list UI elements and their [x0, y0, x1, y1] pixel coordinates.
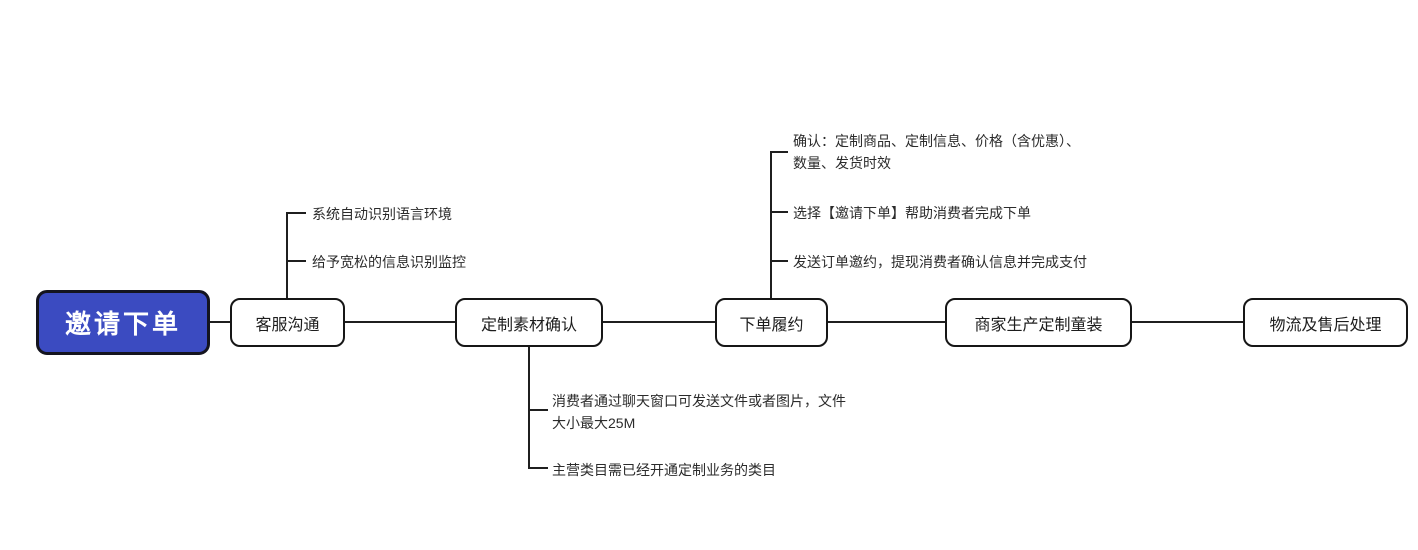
- note-select-invite-order[interactable]: 选择【邀请下单】帮助消费者完成下单: [793, 205, 1031, 221]
- customer-service-note-1-connector: [286, 212, 306, 214]
- root-node-label: 邀请下单: [64, 309, 181, 339]
- node-customer-service[interactable]: 客服沟通: [230, 298, 345, 347]
- node-material-confirm[interactable]: 定制素材确认: [455, 298, 603, 347]
- note-send-order-invitation[interactable]: 发送订单邀约，提现消费者确认信息并完成支付: [793, 254, 1087, 270]
- order-fulfillment-branch-line: [770, 151, 772, 299]
- note-file-upload-limit[interactable]: 消费者通过聊天窗口可发送文件或者图片，文件 大小最大25M: [552, 393, 846, 431]
- root-node-invite-order[interactable]: 邀请下单: [36, 290, 210, 355]
- node-material-confirm-label: 定制素材确认: [480, 316, 577, 334]
- material-confirm-note-2-connector: [528, 467, 548, 469]
- node-order-fulfillment[interactable]: 下单履约: [715, 298, 828, 347]
- order-fulfillment-note-1-connector: [770, 151, 788, 153]
- material-confirm-branch-line: [528, 347, 530, 469]
- note-loose-monitoring[interactable]: 给予宽松的信息识别监控: [312, 254, 466, 270]
- customer-service-branch-line: [286, 212, 288, 299]
- node-production[interactable]: 商家生产定制童装: [945, 298, 1132, 347]
- order-fulfillment-note-3-connector: [770, 260, 788, 262]
- note-confirm-order-details[interactable]: 确认：定制商品、定制信息、价格（含优惠）、 数量、发货时效: [793, 133, 1080, 171]
- order-fulfillment-note-2-connector: [770, 211, 788, 213]
- material-confirm-note-1-connector: [528, 409, 548, 411]
- customer-service-note-2-connector: [286, 260, 306, 262]
- node-order-fulfillment-label: 下单履约: [739, 316, 804, 334]
- node-customer-service-label: 客服沟通: [255, 316, 320, 334]
- note-category-requirement[interactable]: 主营类目需已经开通定制业务的类目: [552, 462, 776, 478]
- note-language-detection[interactable]: 系统自动识别语言环境: [312, 206, 452, 222]
- node-logistics-label: 物流及售后处理: [1269, 316, 1382, 334]
- node-production-label: 商家生产定制童装: [974, 316, 1103, 334]
- node-logistics[interactable]: 物流及售后处理: [1243, 298, 1408, 347]
